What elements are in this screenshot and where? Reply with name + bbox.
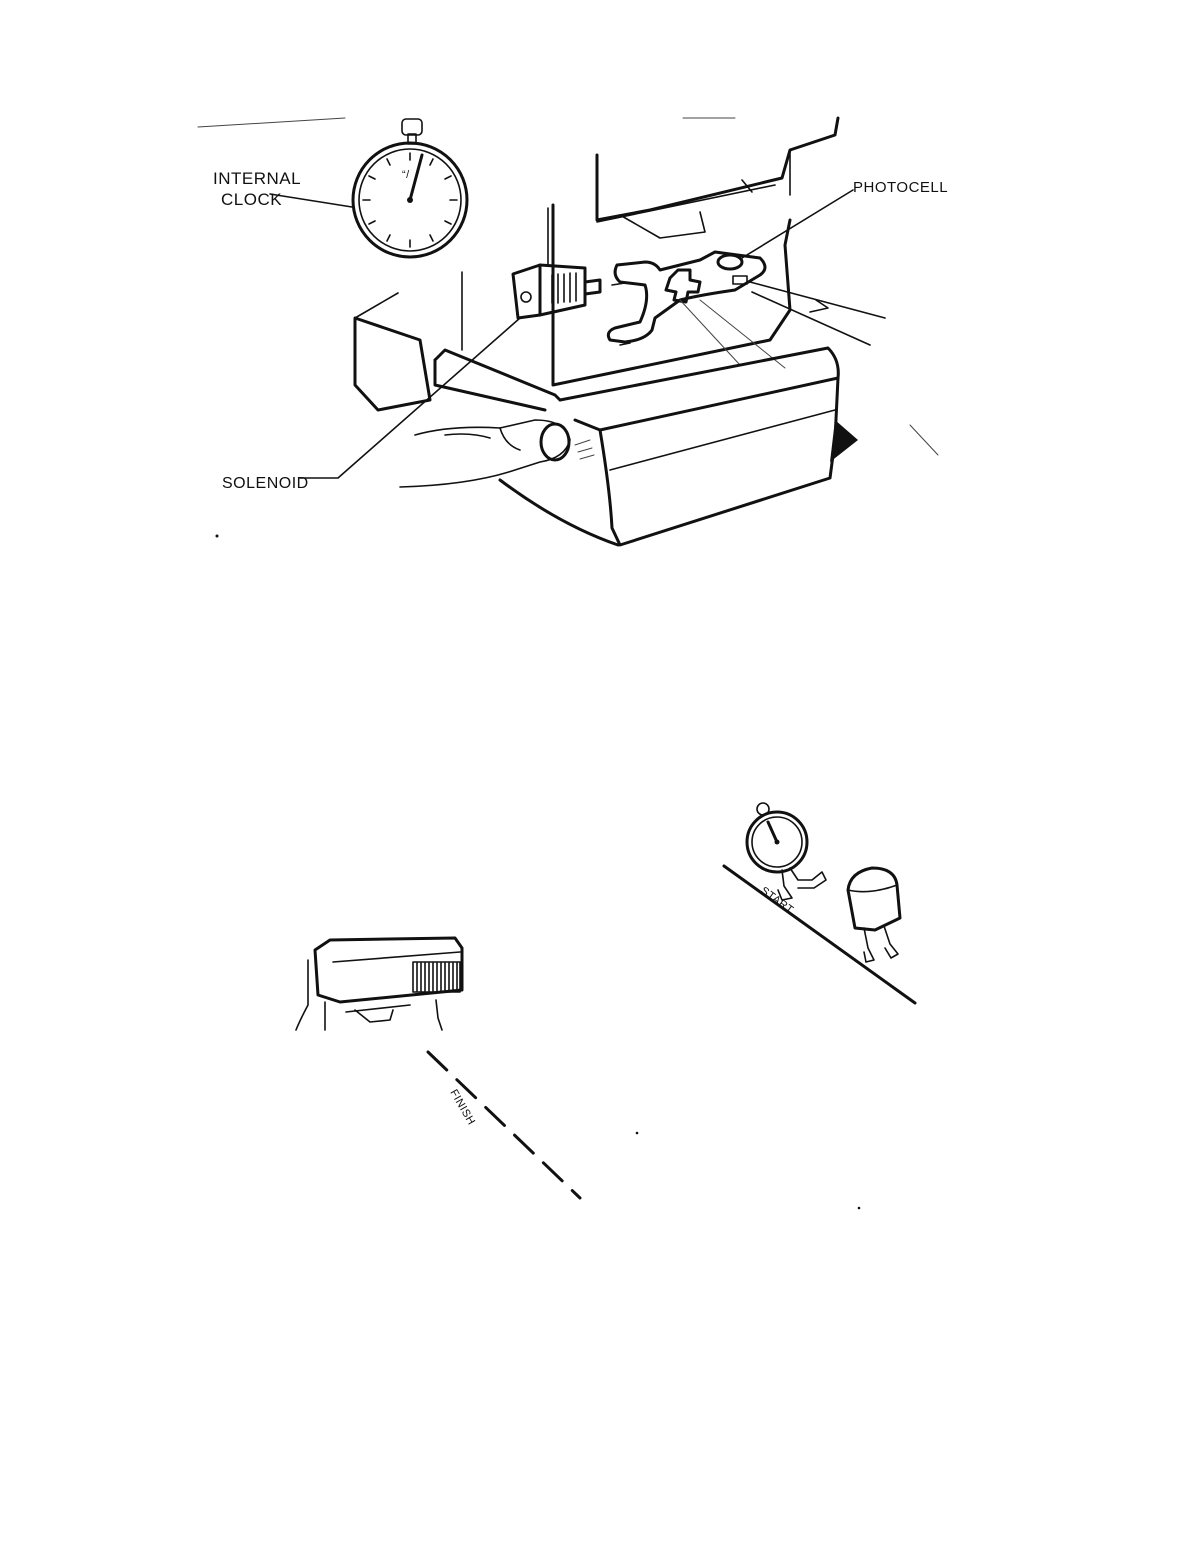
base-top-surface	[560, 348, 838, 430]
label-internal-clock-line2: CLOCK	[221, 190, 282, 209]
running-stopwatch-icon	[747, 803, 826, 900]
solenoid-icon	[513, 208, 600, 318]
left-side-panel	[355, 318, 430, 410]
clock-dial-mark: “/	[402, 169, 410, 181]
label-start: START	[758, 885, 795, 917]
slot-opening	[620, 212, 705, 238]
hand-illustration	[400, 420, 594, 487]
clock-leader-line	[270, 194, 352, 207]
plate-top-edge	[597, 185, 775, 222]
label-solenoid: SOLENOID	[222, 475, 309, 492]
base-ledge	[435, 350, 560, 400]
arrow-upper-left	[612, 283, 625, 285]
edge-tick	[910, 425, 938, 455]
photocell-leader-line	[742, 190, 853, 258]
internal-clock-stopwatch-icon: “/	[353, 119, 467, 257]
finish-line	[428, 1052, 580, 1198]
speck-dot-3	[858, 1207, 861, 1210]
label-photocell: PHOTOCELL	[853, 179, 948, 196]
base-curve	[500, 480, 618, 545]
photocell-icon	[718, 255, 747, 284]
camera-grille	[413, 962, 460, 992]
camera-upper-body	[597, 118, 838, 220]
speck-dot	[216, 535, 219, 538]
top-figure: “/	[198, 118, 948, 545]
arrow-lower-left	[620, 343, 630, 345]
label-internal-clock-line1: INTERNAL	[213, 169, 301, 188]
top-rule-left	[198, 118, 345, 127]
running-photocell-icon	[848, 868, 900, 962]
left-panel-top	[355, 293, 398, 318]
camera-front-icon	[296, 938, 462, 1030]
bottom-figure: START	[296, 803, 915, 1209]
speck-dot-2	[636, 1132, 639, 1135]
